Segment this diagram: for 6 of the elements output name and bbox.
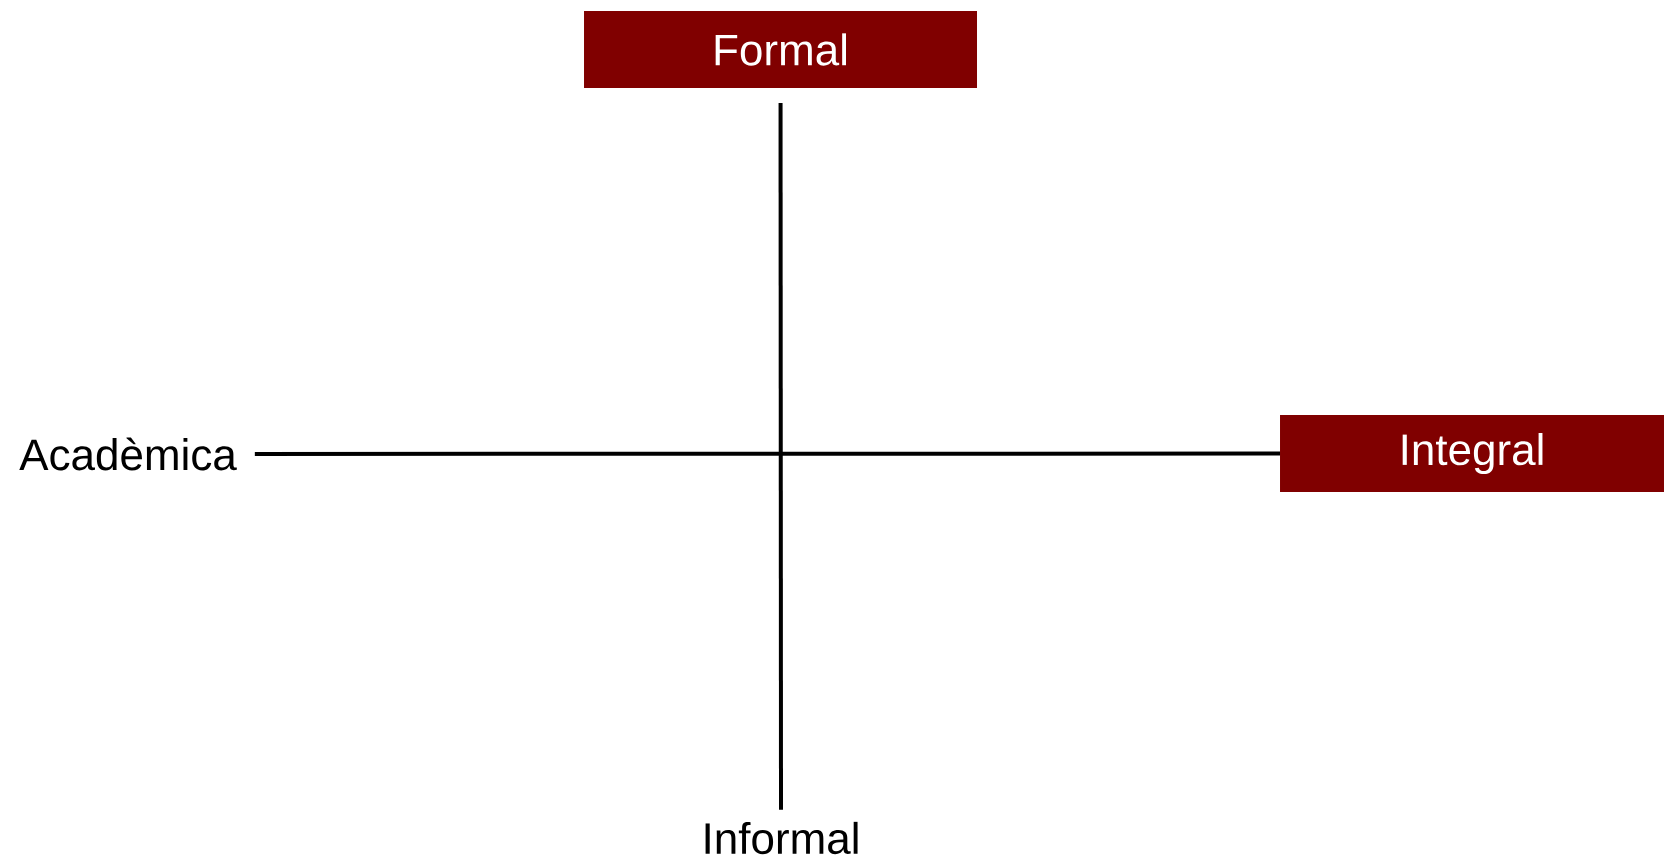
label-box: Formal [584, 11, 977, 88]
axis-label: Acadèmica [19, 437, 237, 471]
axis-label: Informal [705, 821, 858, 855]
label-box: Integral [1280, 415, 1664, 492]
axis-line [778, 103, 783, 810]
axis-line [254, 451, 1280, 456]
